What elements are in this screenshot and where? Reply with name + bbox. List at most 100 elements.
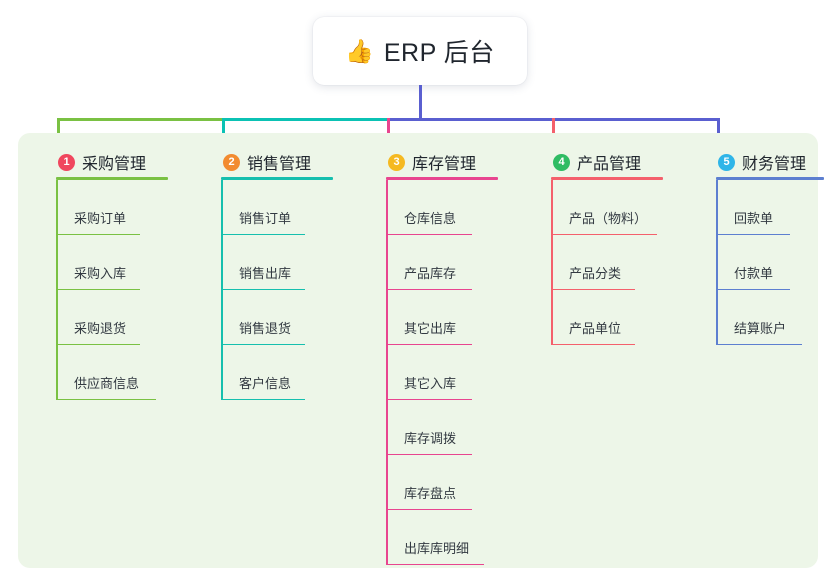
module-item[interactable]: 供应商信息	[56, 345, 206, 400]
module-item-underline	[716, 233, 790, 235]
module-item-label: 其它入库	[404, 376, 457, 391]
module-item-underline	[56, 233, 140, 235]
module-item-underline	[386, 453, 472, 455]
module-header-underline	[56, 177, 168, 180]
module-item-label: 产品单位	[569, 321, 622, 336]
module-item-underline	[386, 563, 484, 565]
module-header-inventory[interactable]: 3 库存管理	[386, 147, 536, 177]
module-title: 库存管理	[412, 156, 477, 173]
module-item-underline	[386, 343, 472, 345]
module-item-label: 产品库存	[404, 266, 457, 281]
module-title: 销售管理	[247, 156, 312, 173]
module-spine	[716, 180, 718, 345]
module-item-label: 产品分类	[569, 266, 622, 281]
module-item-label: 销售订单	[239, 211, 292, 226]
module-item[interactable]: 客户信息	[221, 345, 371, 400]
module-column-finance: 5 财务管理回款单付款单结算账户	[716, 147, 839, 345]
module-header-finance[interactable]: 5 财务管理	[716, 147, 839, 177]
module-item-underline	[56, 288, 140, 290]
module-item[interactable]: 付款单	[716, 235, 839, 290]
module-item-underline	[551, 288, 635, 290]
drop-2	[222, 118, 225, 147]
drop-5	[717, 118, 720, 147]
module-item-label: 付款单	[734, 266, 774, 281]
module-item[interactable]: 库存调拨	[386, 400, 536, 455]
module-item-label: 库存调拨	[404, 431, 457, 446]
module-spine	[551, 180, 553, 345]
module-items-product: 产品（物料） 产品分类产品单位	[551, 180, 701, 345]
module-number-badge: 4	[553, 153, 570, 171]
module-items-finance: 回款单付款单结算账户	[716, 180, 839, 345]
module-title: 产品管理	[577, 156, 642, 173]
module-item[interactable]: 产品（物料）	[551, 180, 701, 235]
module-item[interactable]: 产品分类	[551, 235, 701, 290]
module-header-underline	[551, 177, 663, 180]
module-item-label: 库存盘点	[404, 486, 457, 501]
module-column-product: 4 产品管理产品（物料） 产品分类产品单位	[551, 147, 701, 345]
module-items-inventory: 仓库信息产品库存其它出库其它入库库存调拨库存盘点出库库明细	[386, 180, 536, 565]
module-item[interactable]: 回款单	[716, 180, 839, 235]
module-item-underline	[221, 398, 305, 400]
module-item-underline	[56, 398, 156, 400]
thumbs-up-icon: 👍	[345, 37, 374, 64]
module-items-purchase: 采购订单采购入库采购退货供应商信息	[56, 180, 206, 400]
module-item-label: 出库库明细	[404, 541, 470, 556]
module-item-label: 销售出库	[239, 266, 292, 281]
module-item-underline	[386, 398, 472, 400]
module-item-underline	[386, 233, 472, 235]
module-column-inventory: 3 库存管理仓库信息产品库存其它出库其它入库库存调拨库存盘点出库库明细	[386, 147, 536, 565]
module-title: 采购管理	[82, 156, 147, 173]
drop-1	[57, 118, 60, 147]
module-number-badge: 5	[718, 153, 735, 171]
module-header-underline	[716, 177, 824, 180]
module-header-product[interactable]: 4 产品管理	[551, 147, 701, 177]
module-item-underline	[221, 233, 305, 235]
module-item[interactable]: 采购退货	[56, 290, 206, 345]
module-item-label: 结算账户	[734, 321, 787, 336]
module-item[interactable]: 销售订单	[221, 180, 371, 235]
module-item-underline	[221, 288, 305, 290]
module-item[interactable]: 销售退货	[221, 290, 371, 345]
module-header-underline	[221, 177, 333, 180]
module-title: 财务管理	[742, 156, 807, 173]
module-number-badge: 3	[388, 153, 405, 171]
module-number-badge: 2	[223, 153, 240, 171]
drop-3	[387, 118, 390, 147]
module-item-underline	[716, 343, 802, 345]
module-header-sales[interactable]: 2 销售管理	[221, 147, 371, 177]
module-item-underline	[551, 233, 657, 235]
module-item[interactable]: 库存盘点	[386, 455, 536, 510]
module-item[interactable]: 结算账户	[716, 290, 839, 345]
module-item[interactable]: 出库库明细	[386, 510, 536, 565]
module-item-underline	[716, 288, 790, 290]
module-item[interactable]: 产品库存	[386, 235, 536, 290]
module-item-underline	[221, 343, 305, 345]
module-item[interactable]: 采购订单	[56, 180, 206, 235]
module-item-label: 回款单	[734, 211, 774, 226]
module-item-underline	[386, 288, 472, 290]
module-item-label: 仓库信息	[404, 211, 457, 226]
module-item[interactable]: 其它出库	[386, 290, 536, 345]
module-spine	[56, 180, 58, 400]
module-column-sales: 2 销售管理销售订单销售出库销售退货客户信息	[221, 147, 371, 400]
module-item-underline	[386, 508, 472, 510]
module-item-label: 采购入库	[74, 266, 127, 281]
module-item-underline	[551, 343, 635, 345]
connector-bar-mid	[222, 118, 387, 121]
module-items-sales: 销售订单销售出库销售退货客户信息	[221, 180, 371, 400]
module-item[interactable]: 其它入库	[386, 345, 536, 400]
module-item[interactable]: 产品单位	[551, 290, 701, 345]
module-item-label: 采购退货	[74, 321, 127, 336]
module-item[interactable]: 销售出库	[221, 235, 371, 290]
module-item-label: 其它出库	[404, 321, 457, 336]
module-item-underline	[56, 343, 140, 345]
module-spine	[386, 180, 388, 565]
root-node-card[interactable]: 👍 ERP 后台	[313, 17, 527, 85]
module-item[interactable]: 仓库信息	[386, 180, 536, 235]
module-item-label: 客户信息	[239, 376, 292, 391]
module-item[interactable]: 采购入库	[56, 235, 206, 290]
